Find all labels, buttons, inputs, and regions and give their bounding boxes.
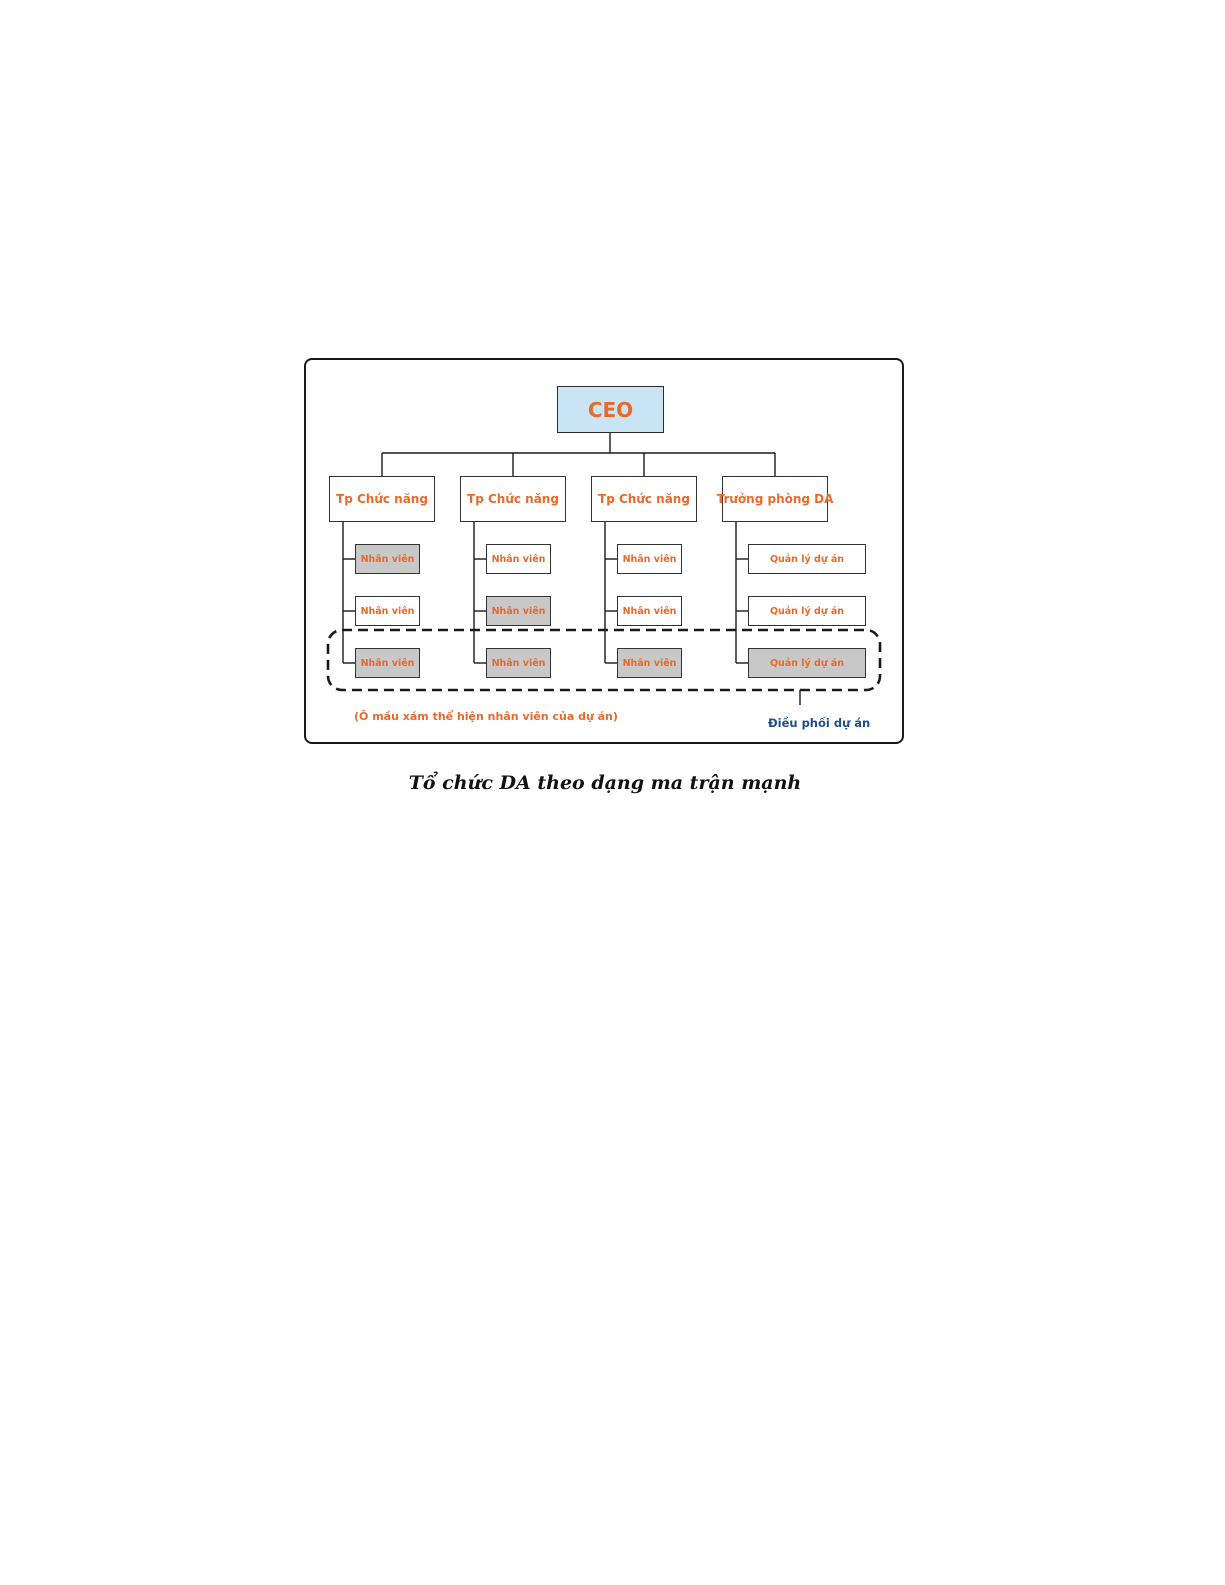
gray-cell-note: (Ô mầu xám thể hiện nhân viên của dự án) xyxy=(354,710,618,723)
figure-caption: Tổ chức DA theo dạng ma trận mạnh xyxy=(0,772,1210,794)
department-head-2: Tp Chức năng xyxy=(460,476,566,522)
project-staff-box-1-3: Nhân viên xyxy=(355,648,420,678)
staff-box-1-2: Nhân viên xyxy=(355,596,420,626)
department-head-1: Tp Chức năng xyxy=(329,476,435,522)
department-head-3: Tp Chức năng xyxy=(591,476,697,522)
project-staff-box-2-3: Nhân viên xyxy=(486,648,551,678)
staff-box-2-1: Nhân viên xyxy=(486,544,551,574)
staff-box-4-2: Quản lý dự án xyxy=(748,596,866,626)
department-head-4: Trưởng phòng DA xyxy=(722,476,828,522)
staff-box-3-2: Nhân viên xyxy=(617,596,682,626)
staff-box-3-1: Nhân viên xyxy=(617,544,682,574)
project-staff-box-1-1: Nhân viên xyxy=(355,544,420,574)
staff-box-4-1: Quản lý dự án xyxy=(748,544,866,574)
project-staff-box-4-3: Quản lý dự án xyxy=(748,648,866,678)
ceo-box: CEO xyxy=(557,386,664,433)
project-staff-box-2-2: Nhân viên xyxy=(486,596,551,626)
project-coordination-label: Điều phối dự án xyxy=(768,716,870,730)
project-staff-box-3-3: Nhân viên xyxy=(617,648,682,678)
